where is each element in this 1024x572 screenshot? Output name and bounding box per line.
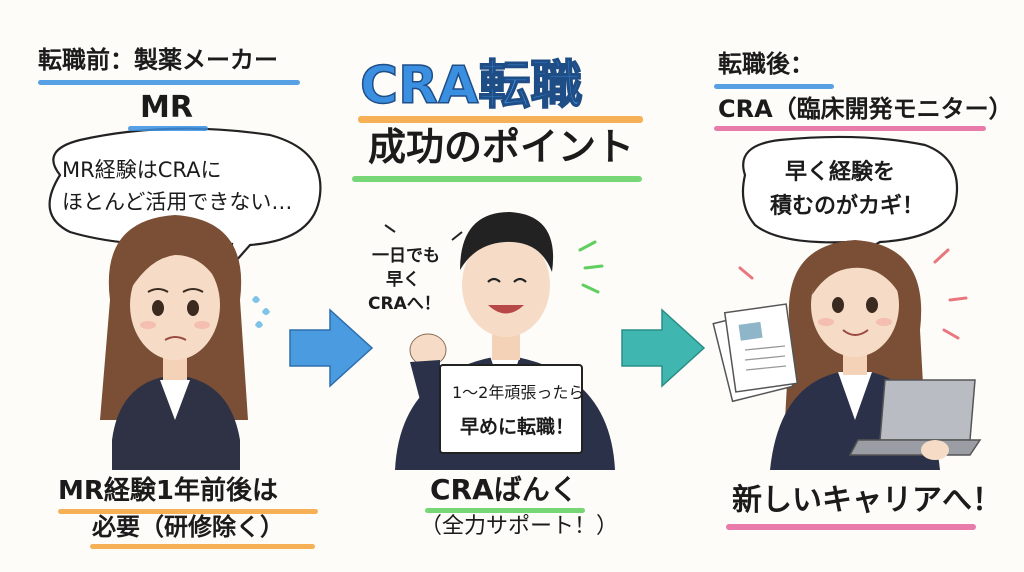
before-label: 転職前：製薬メーカー xyxy=(38,46,278,74)
sign-text-2: 早めに転職！ xyxy=(460,416,575,438)
right-speech-bubble xyxy=(741,135,959,265)
arrow-right-icon xyxy=(289,308,374,388)
before-label-underline xyxy=(38,80,300,85)
right-caption: 新しいキャリアへ！ xyxy=(732,483,1002,518)
arrow-right-icon xyxy=(621,308,706,388)
after-role-underline xyxy=(714,126,986,131)
right-bubble-text-2: 積むのがカギ！ xyxy=(770,194,925,219)
fist-icon xyxy=(409,333,447,400)
middle-caption-underline xyxy=(425,508,585,513)
left-bubble-text-2: ほとんど活用できない… xyxy=(62,190,293,214)
title-underline xyxy=(358,116,643,123)
left-bubble-text-1: MR経験はCRAに xyxy=(62,158,222,182)
after-role: CRA（臨床開発モニター） xyxy=(718,95,1013,123)
before-role: MR xyxy=(140,90,193,125)
right-bubble-text-1: 早く経験を xyxy=(785,160,896,185)
left-caption-underline xyxy=(58,509,318,514)
middle-caption-2: （全力サポート！） xyxy=(420,514,619,539)
middle-bubble-text-1: 一日でも xyxy=(372,246,440,266)
page-subtitle: 成功のポイント xyxy=(368,125,635,169)
pink-spark-lines xyxy=(738,248,968,340)
after-label-underline xyxy=(714,84,834,89)
spark-lines xyxy=(578,240,604,294)
sign-text-1: 1〜2年頑張ったら xyxy=(452,383,585,402)
middle-bubble-text-2: 早く xyxy=(386,270,420,290)
sweat-drops-icon xyxy=(252,296,270,328)
subtitle-underline xyxy=(352,176,642,182)
middle-speech-bubble xyxy=(384,224,463,241)
sign-board xyxy=(439,364,583,454)
laptop-icon xyxy=(848,379,982,460)
left-caption-2: 必要（研修除く） xyxy=(92,513,284,541)
right-caption-underline xyxy=(726,524,976,530)
left-speech-bubble xyxy=(48,127,322,274)
before-role-underline xyxy=(128,126,208,131)
middle-caption-1: CRAばんく xyxy=(430,473,578,506)
page-title: CRA転職 xyxy=(359,56,583,116)
documents-icon xyxy=(712,303,799,403)
left-caption2-underline xyxy=(90,544,315,549)
worried-woman-icon xyxy=(100,215,248,470)
left-caption-1: MR経験1年前後は xyxy=(58,476,278,506)
middle-bubble-text-3: CRAへ！ xyxy=(368,294,441,314)
after-label: 転職後： xyxy=(718,50,814,78)
